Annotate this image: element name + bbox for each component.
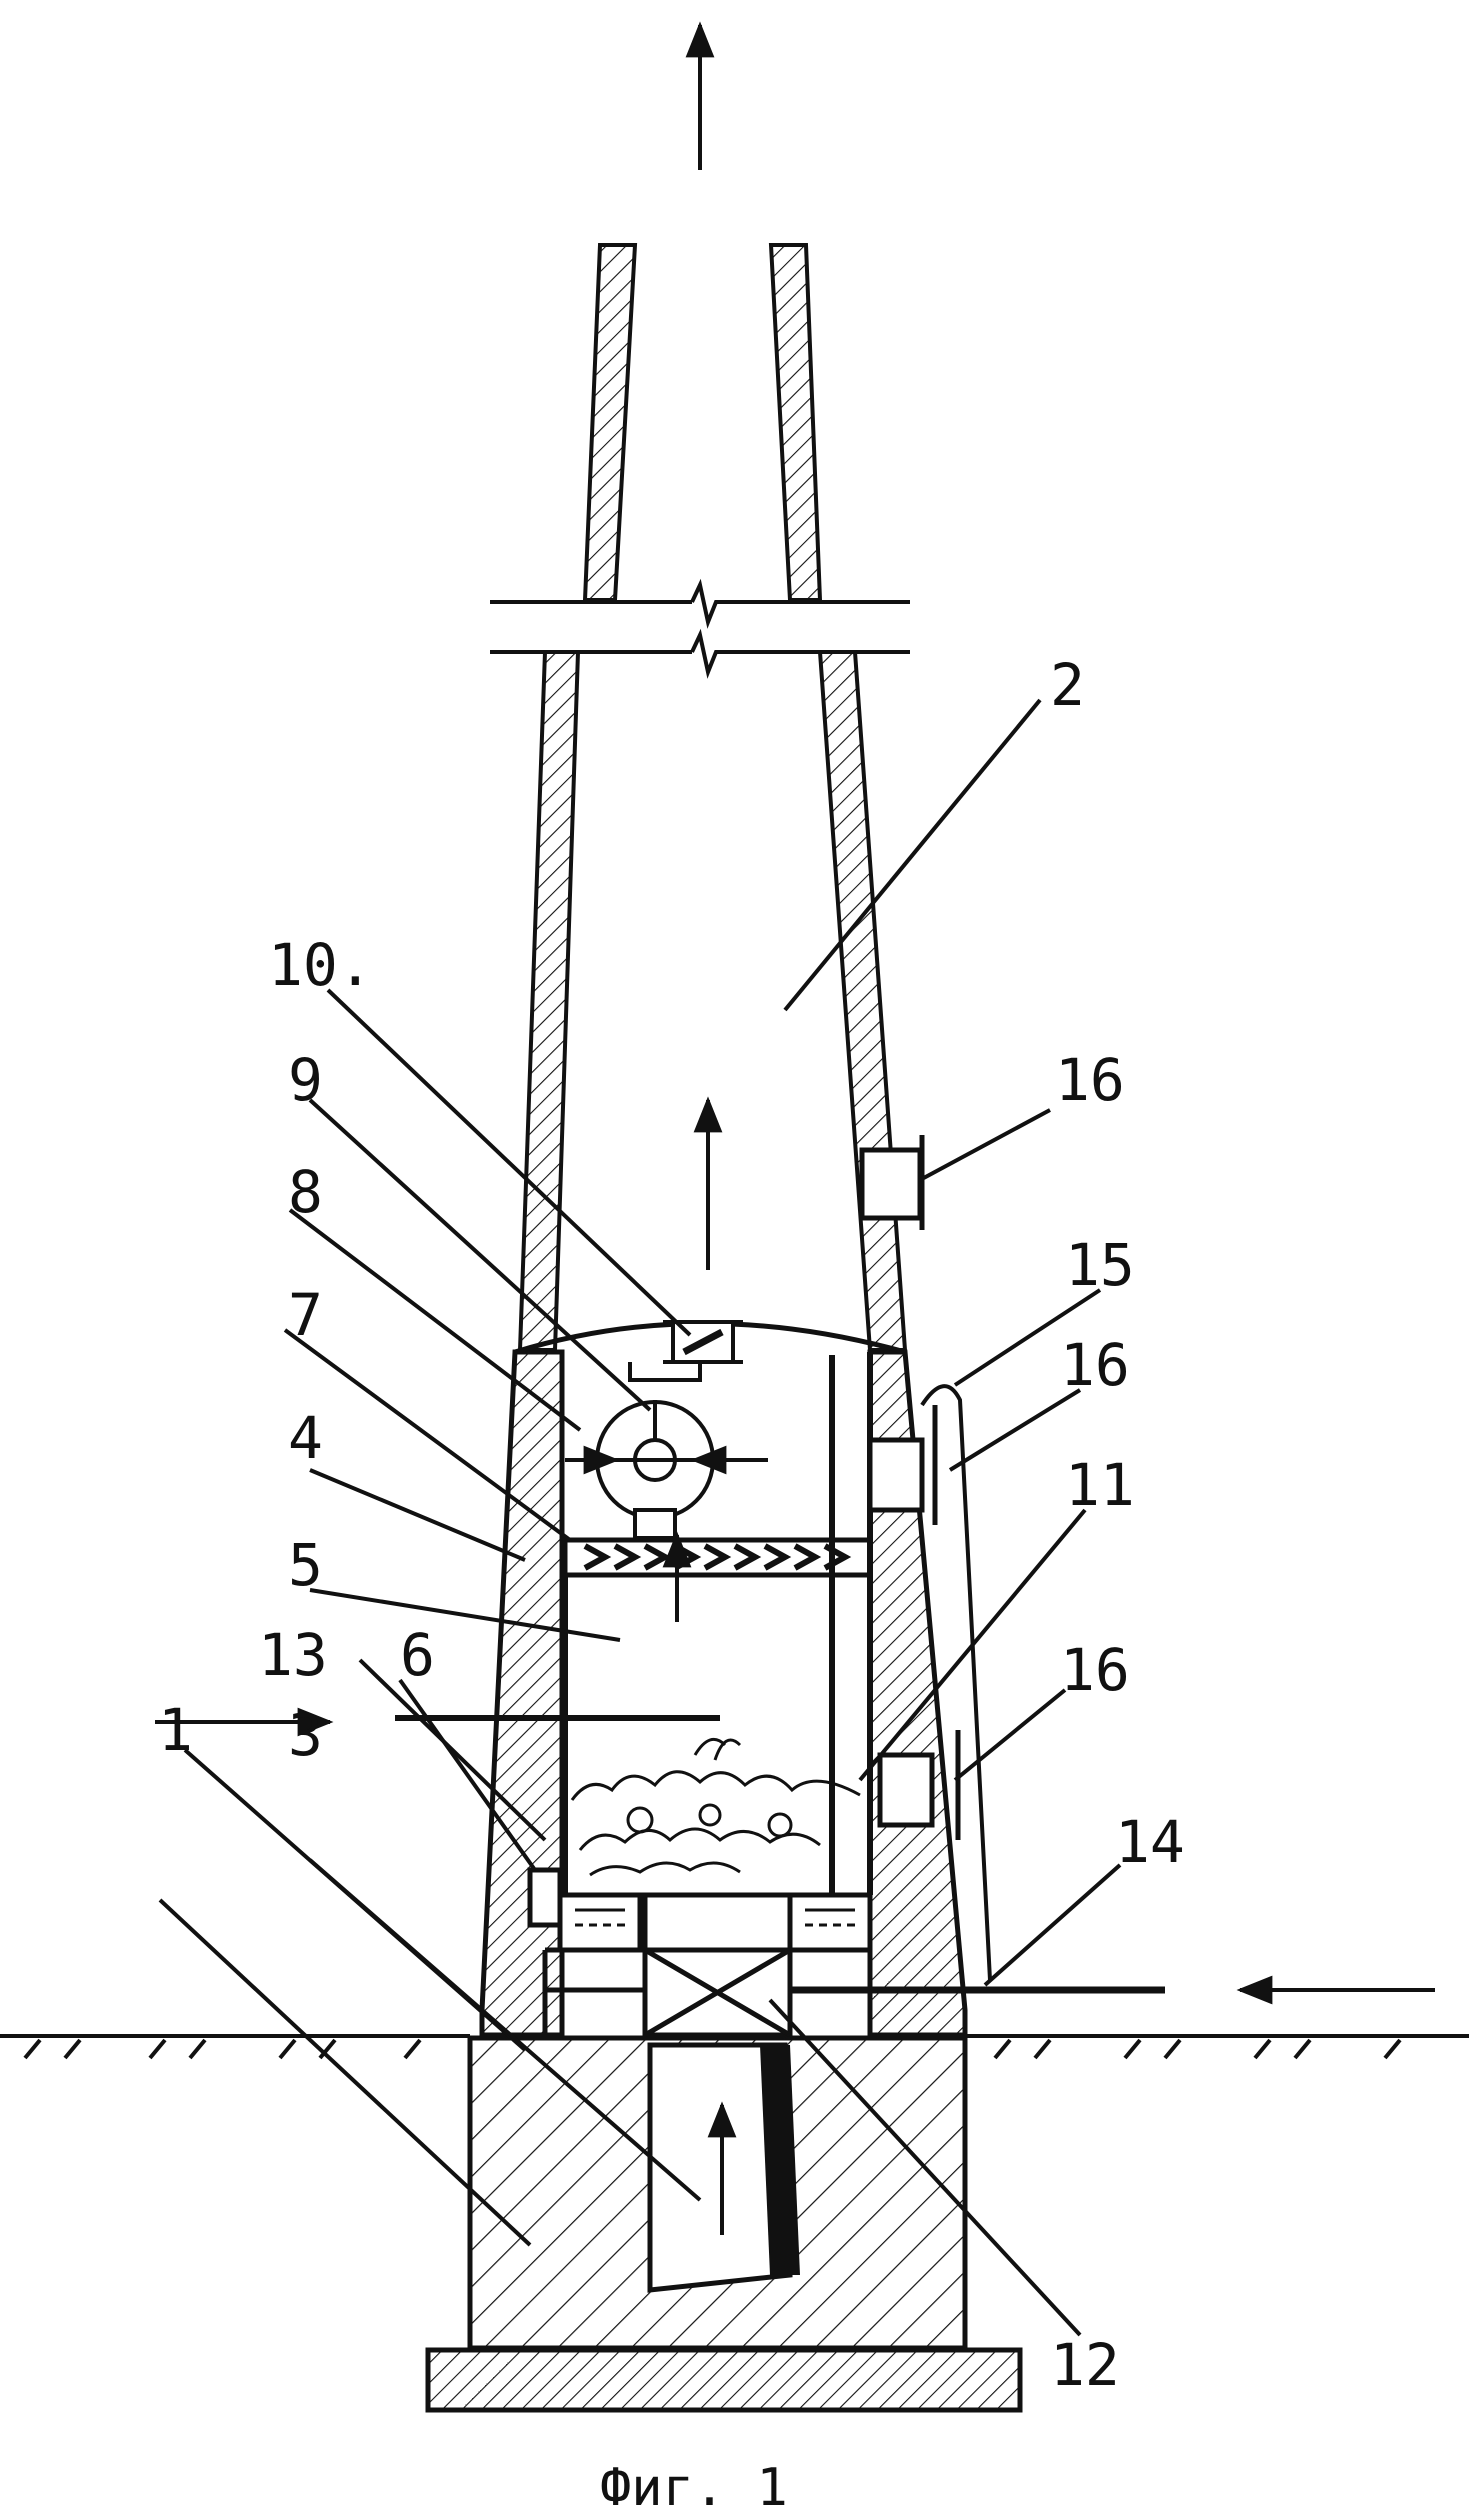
label-10: 10. — [268, 931, 373, 999]
label-16c: 16 — [1060, 1636, 1130, 1704]
label-12: 12 — [1050, 2331, 1120, 2399]
label-6: 6 — [400, 1621, 435, 1689]
fan — [565, 1362, 768, 1538]
label-1: 1 — [158, 1696, 193, 1764]
filter-grate — [565, 1540, 870, 1575]
label-3: 3 — [288, 1701, 323, 1769]
label-11: 11 — [1065, 1451, 1135, 1519]
water-tray — [530, 1870, 870, 1950]
label-2: 2 — [1050, 651, 1085, 719]
air-duct — [545, 1950, 1165, 2035]
label-16b: 16 — [1060, 1331, 1130, 1399]
figure-caption: Фиг. 1 — [600, 2458, 788, 2513]
damper — [663, 1322, 743, 1362]
label-15: 15 — [1065, 1231, 1135, 1299]
label-8: 8 — [288, 1158, 323, 1226]
chimney-upper — [585, 245, 820, 600]
label-14: 14 — [1115, 1808, 1185, 1876]
label-13: 13 — [258, 1621, 328, 1689]
label-9: 9 — [288, 1046, 323, 1114]
label-16a: 16 — [1055, 1046, 1125, 1114]
chimney-lower — [520, 652, 905, 1350]
label-4: 4 — [288, 1404, 323, 1472]
label-5: 5 — [288, 1531, 323, 1599]
waste-pile — [572, 1739, 860, 1875]
foundation — [428, 2038, 1020, 2410]
label-7: 7 — [288, 1281, 323, 1349]
